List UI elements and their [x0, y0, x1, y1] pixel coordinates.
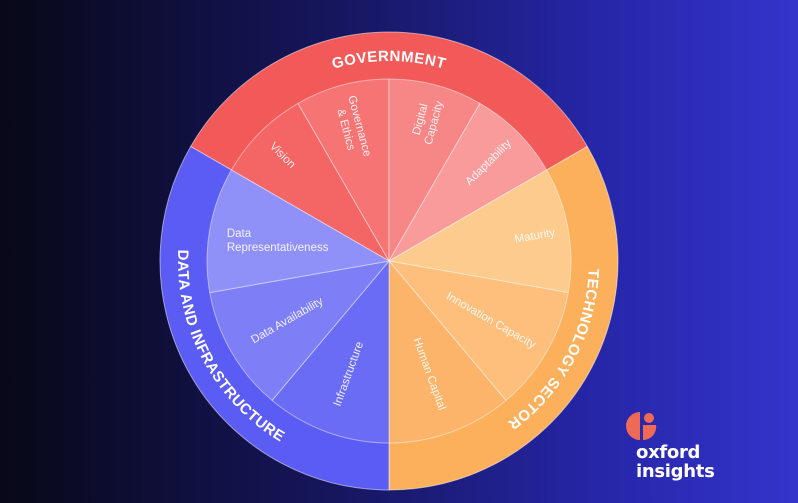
wedge-governance-ethics: [297, 78, 390, 263]
wedge-digital-capacity: [388, 78, 481, 263]
logo-text-insights: insights: [636, 461, 715, 482]
wedge-innovation-capacity: [387, 260, 569, 402]
wedge-infrastructure: [271, 259, 390, 444]
logo-text-oxford: oxford: [636, 442, 701, 463]
wedge-vision: [230, 102, 391, 263]
wedge-human-capital: [388, 259, 507, 444]
wedge-maturity: [387, 169, 572, 294]
wedge-data-availability: [209, 260, 391, 402]
oxford-insights-logo: oxford insights: [626, 410, 715, 482]
wedge-data-representativeness: [206, 169, 391, 294]
wedge-adaptability: [387, 102, 548, 263]
logo-mark-icon: [626, 410, 658, 442]
